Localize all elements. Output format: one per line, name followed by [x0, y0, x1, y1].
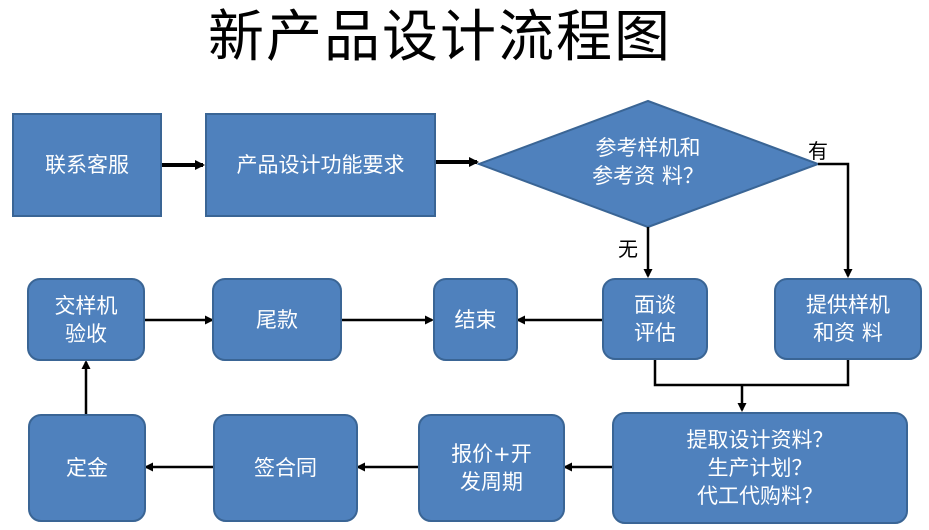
node-provide-sample: 提供样机 和资 料: [774, 278, 922, 360]
decision-label-line1: 参考样机和: [595, 136, 701, 160]
node-quote-cycle: 报价+开 发周期: [418, 414, 565, 522]
decision-label-line2: 参考资 料？: [592, 164, 704, 188]
line-provide-to-merge: [742, 360, 850, 387]
node-quote-line1: 报价+开: [451, 442, 532, 466]
node-deposit-label: 定金: [66, 456, 108, 480]
node-balance-payment-label: 尾款: [256, 307, 298, 332]
node-extract-design-data: 提取设计资料？ 生产计划？ 代工代购料？: [612, 412, 908, 524]
page-title: 新产品设计流程图: [208, 5, 672, 70]
node-sign-contract: 签合同: [213, 414, 358, 522]
node-interview-line1: 面谈: [634, 293, 676, 317]
node-extract-line1: 提取设计资料？: [686, 428, 834, 452]
node-deliver-acceptance: 交样机 验收: [27, 278, 145, 361]
node-sign-contract-label: 签合同: [254, 456, 317, 480]
edge-label-no: 无: [618, 237, 638, 261]
node-extract-line2: 生产计划？: [707, 456, 813, 480]
node-provide-line1: 提供样机: [806, 293, 890, 317]
edge-label-yes: 有: [808, 139, 828, 163]
node-provide-line2: 和资 料: [813, 321, 883, 345]
node-interview-label: 面谈 评估: [626, 291, 684, 347]
node-quote-line2: 发周期: [459, 470, 523, 494]
node-interview-evaluation: 面谈 评估: [602, 278, 708, 360]
node-end-label: 结束: [454, 307, 497, 332]
node-requirements-label: 产品设计功能要求: [236, 153, 405, 177]
node-deliver-acceptance-label: 交样机 验收: [47, 292, 126, 348]
arrow-decision-yes-to-provide: [818, 162, 853, 278]
node-extract-line3: 代工代购料？: [697, 484, 823, 508]
node-contact-service: 联系客服: [12, 113, 162, 217]
node-quote-label: 报价+开 发周期: [443, 440, 540, 496]
line-interview-to-merge: [653, 360, 742, 387]
node-deliver-line2: 验收: [65, 321, 107, 346]
node-end: 结束: [433, 278, 518, 361]
node-requirements: 产品设计功能要求: [205, 113, 436, 217]
node-provide-label: 提供样机 和资 料: [798, 291, 898, 347]
node-extract-label: 提取设计资料？ 生产计划？ 代工代购料？: [679, 426, 842, 510]
node-contact-service-label: 联系客服: [45, 153, 129, 177]
node-deposit: 定金: [28, 414, 146, 522]
node-balance-payment: 尾款: [212, 278, 342, 361]
decision-label: 参考样机和 参考资 料？: [540, 134, 756, 190]
node-interview-line2: 评估: [634, 321, 676, 345]
node-deliver-line1: 交样机: [54, 293, 118, 318]
